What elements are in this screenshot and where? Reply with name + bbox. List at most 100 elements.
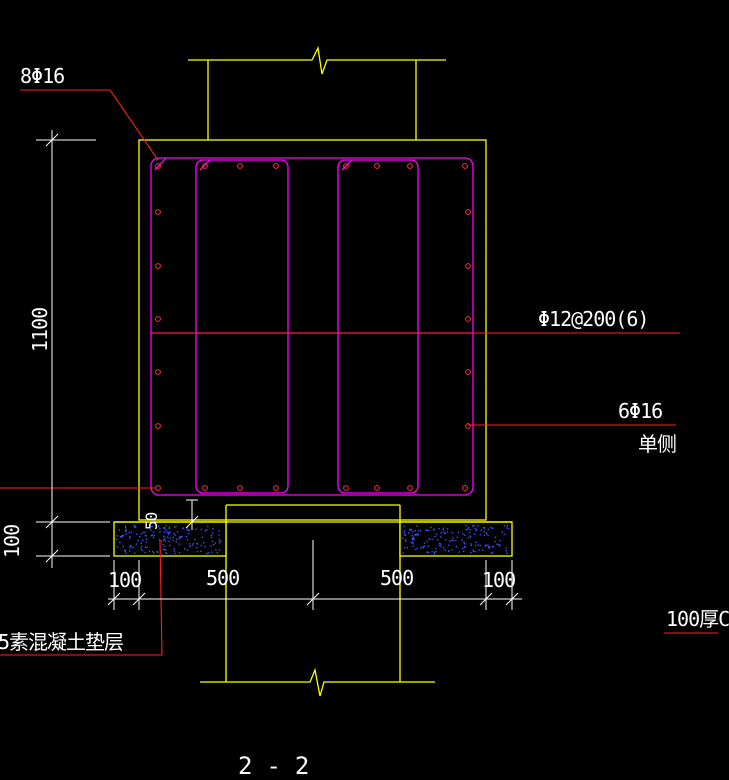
hatch-dot: [184, 548, 186, 550]
hatch-dot: [442, 529, 444, 531]
hatch-dot: [176, 538, 178, 540]
hatch-dot: [128, 531, 130, 534]
hatch-dot: [403, 547, 406, 549]
hatch-dot: [417, 529, 420, 532]
hatch-dot: [151, 525, 153, 528]
hatch-dot: [452, 540, 454, 542]
rebar-dot: [407, 163, 413, 169]
hatch-dot: [402, 537, 404, 539]
hatch-dot: [125, 529, 127, 531]
hatch-dot: [412, 542, 414, 545]
hatch-dot: [157, 525, 160, 528]
hatch-dot: [474, 533, 476, 535]
hatch-dot: [475, 541, 477, 544]
dim-right-inner-label: 500: [380, 566, 414, 590]
hatch-dot: [166, 552, 168, 555]
rebar-dot: [237, 163, 243, 169]
upper-break-line: [188, 45, 446, 75]
hatch-dot: [203, 542, 205, 544]
hatch-dot: [218, 542, 221, 544]
dim-left-inner-label: 500: [206, 566, 240, 590]
hatch-dot: [474, 544, 477, 547]
hatch-dot: [116, 546, 119, 548]
rebar-dot: [155, 209, 161, 215]
rebar-dot: [465, 316, 471, 322]
hatch-dot: [483, 527, 486, 529]
pad-hatch: [116, 525, 510, 555]
rebar-dot: [155, 163, 161, 169]
hatch-dot: [428, 529, 430, 532]
hatch-dot: [204, 530, 207, 532]
hatch-dot: [173, 548, 175, 550]
hatch-dot: [469, 536, 472, 538]
hatch-dot: [130, 544, 132, 547]
hatch-dot: [172, 539, 174, 542]
rebar-dot: [374, 163, 380, 169]
hatch-dot: [153, 552, 155, 554]
hatch-dot: [212, 527, 214, 530]
rebar-dot: [155, 263, 161, 269]
hatch-dot: [144, 546, 147, 548]
hatch-dot: [200, 544, 202, 547]
rebar-dot: [407, 485, 413, 491]
cad-drawing-canvas: [0, 45, 718, 697]
hatch-dot: [433, 528, 435, 530]
hatch-dot: [456, 546, 458, 548]
hatch-dot: [146, 546, 148, 549]
hatch-dot: [415, 534, 418, 536]
hatch-dot: [200, 550, 202, 552]
hatch-dot: [133, 525, 136, 527]
rebar-dot: [465, 369, 471, 375]
hatch-dot: [477, 525, 479, 527]
hatch-dot: [484, 545, 486, 547]
hatch-dot: [119, 541, 121, 544]
dim-left-outer-label: 100: [108, 568, 142, 592]
hatch-dot: [140, 542, 142, 544]
hatch-dot: [192, 542, 195, 545]
hatch-dot: [483, 534, 486, 537]
hatch-dot: [444, 532, 446, 534]
hatch-dot: [150, 535, 152, 537]
hatch-dot: [483, 530, 485, 533]
hatch-dot: [423, 542, 426, 544]
hatch-dot: [165, 525, 167, 527]
hatch-dot: [421, 546, 424, 548]
rebar-dot: [155, 423, 161, 429]
hatch-dot: [187, 532, 190, 535]
hatch-dot: [455, 539, 457, 542]
side-bars-label: 6Φ16: [618, 399, 663, 423]
hatch-dot: [445, 539, 447, 541]
hatch-dot: [134, 552, 136, 554]
stirrups: [150, 157, 474, 496]
hatch-dot: [119, 535, 122, 538]
hatch-dot: [451, 532, 454, 534]
hatch-dot: [494, 536, 497, 538]
hatch-dot: [218, 534, 220, 536]
rebar-dot: [462, 485, 468, 491]
hatch-dot: [444, 549, 446, 551]
hatch-dot: [434, 551, 436, 553]
hatch-dot: [211, 532, 214, 534]
hatch-dot: [186, 527, 188, 529]
hatch-dot: [451, 549, 453, 551]
hatch-dot: [403, 531, 405, 534]
hatch-dot: [403, 530, 406, 532]
hatch-dot: [458, 551, 460, 553]
hatch-dot: [129, 535, 131, 538]
rebar-dot: [465, 423, 471, 429]
hatch-dot: [167, 533, 170, 535]
longitudinal-bars: [155, 163, 471, 491]
hatch-dot: [181, 535, 183, 538]
hatch-dot: [462, 533, 464, 535]
hatch-dot: [182, 527, 184, 530]
hatch-dot: [169, 544, 171, 547]
hatch-dot: [481, 549, 484, 551]
hatch-dot: [497, 543, 499, 546]
hatch-dot: [430, 526, 432, 528]
hatch-dot: [440, 532, 442, 534]
hatch-dot: [116, 535, 119, 537]
hatch-dot: [196, 542, 198, 545]
hatch-dot: [124, 525, 127, 527]
hatch-dot: [417, 534, 420, 536]
hatch-dot: [200, 528, 202, 531]
